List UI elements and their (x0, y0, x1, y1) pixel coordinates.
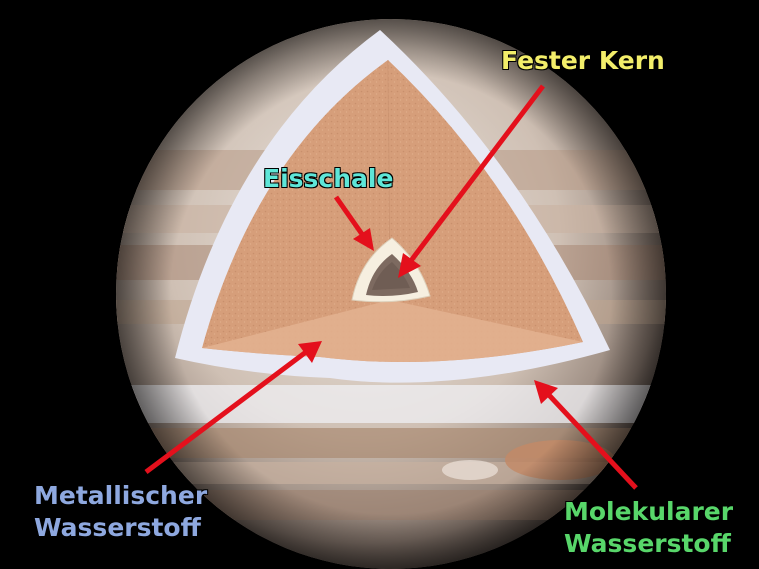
label-molecular-hydrogen-line1: Molekularer (564, 496, 733, 527)
label-ice-shell: Eisschale (263, 163, 393, 194)
label-metallic-hydrogen-line2: Wasserstoff (34, 512, 201, 543)
label-metallic-hydrogen-line1: Metallischer (34, 480, 207, 511)
label-solid-core: Fester Kern (501, 45, 665, 76)
label-molecular-hydrogen-line2: Wasserstoff (564, 528, 731, 559)
